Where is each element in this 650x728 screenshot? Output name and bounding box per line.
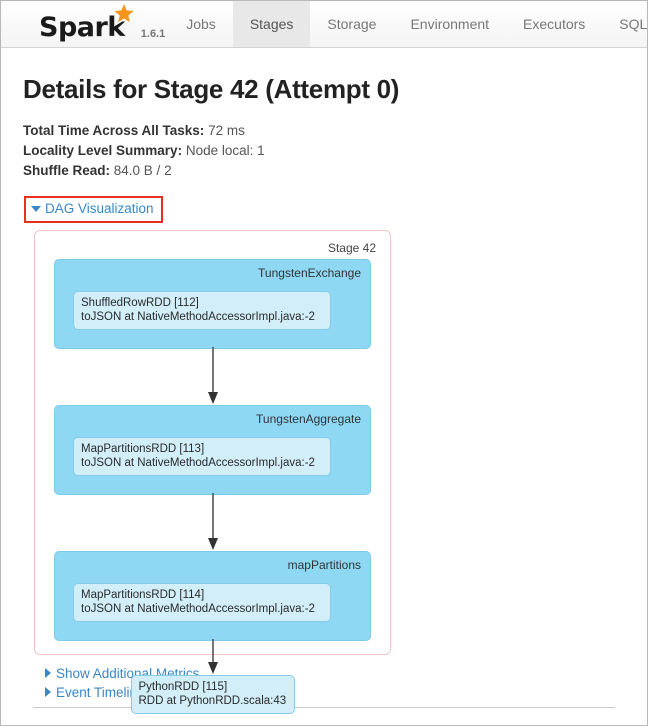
- dag-edge-2: [45, 493, 380, 551]
- dag-node-title: MapPartitionsRDD [114]: [81, 589, 205, 601]
- dag-cluster-mappartitions[interactable]: mapPartitions MapPartitionsRDD [114] toJ…: [54, 551, 371, 641]
- event-timeline-label: Event Timeline: [56, 685, 145, 700]
- summary-total-time-value: 72 ms: [208, 123, 245, 138]
- dag-node-callsite: toJSON at NativeMethodAccessorImpl.java:…: [81, 457, 315, 469]
- dag-cluster-label: mapPartitions: [287, 558, 361, 572]
- dag-node-mappartitionsrdd-113[interactable]: MapPartitionsRDD [113] toJSON at NativeM…: [73, 437, 331, 476]
- dag-edge-1: [45, 347, 380, 405]
- brand-name: Spark: [39, 12, 125, 43]
- summary-total-time: Total Time Across All Tasks: 72 ms: [23, 121, 625, 141]
- dag-node-title: MapPartitionsRDD [113]: [81, 443, 205, 455]
- dag-cluster-label: TungstenExchange: [258, 266, 361, 280]
- caret-down-icon: [31, 206, 41, 212]
- dag-visualization-highlight: DAG Visualization: [24, 196, 163, 223]
- tab-sql[interactable]: SQL: [619, 16, 648, 32]
- dag-stage-label: Stage 42: [327, 241, 376, 255]
- summary-locality: Locality Level Summary: Node local: 1: [23, 141, 625, 161]
- stage-summary: Total Time Across All Tasks: 72 ms Local…: [23, 121, 625, 181]
- dag-visualization-toggle[interactable]: DAG Visualization: [31, 201, 154, 216]
- caret-right-icon: [45, 687, 51, 697]
- tab-storage[interactable]: Storage: [327, 16, 377, 32]
- star-icon: [110, 1, 138, 31]
- summary-shuffle-read-value: 84.0 B / 2: [113, 163, 172, 178]
- dag-visualization-panel: Stage 42 TungstenExchange ShuffledRowRDD…: [34, 230, 391, 714]
- main-content: Details for Stage 42 (Attempt 0) Total T…: [1, 48, 647, 714]
- dag-node-mappartitionsrdd-114[interactable]: MapPartitionsRDD [114] toJSON at NativeM…: [73, 583, 331, 622]
- page-title: Details for Stage 42 (Attempt 0): [23, 74, 400, 104]
- dag-body: TungstenExchange ShuffledRowRDD [112] to…: [45, 259, 380, 714]
- dag-edge-3: [45, 639, 380, 675]
- event-timeline-toggle[interactable]: Event Timeline: [45, 683, 625, 702]
- navbar: Spark 1.6.1 Jobs Stages Storage Environm…: [1, 1, 647, 48]
- dag-visualization-label: DAG Visualization: [45, 201, 154, 216]
- dag-cluster-label: TungstenAggregate: [256, 412, 361, 426]
- summary-shuffle-read: Shuffle Read: 84.0 B / 2: [23, 161, 625, 181]
- summary-locality-value: Node local: 1: [185, 143, 265, 158]
- dag-node-title: ShuffledRowRDD [112]: [81, 297, 199, 309]
- brand-version: 1.6.1: [140, 28, 166, 40]
- nav-tabs: Jobs Stages Storage Environment Executor…: [169, 1, 648, 47]
- summary-shuffle-read-label: Shuffle Read:: [23, 163, 111, 178]
- caret-right-icon: [45, 668, 51, 678]
- summary-locality-label: Locality Level Summary:: [23, 143, 183, 158]
- dag-cluster-tungstenexchange[interactable]: TungstenExchange ShuffledRowRDD [112] to…: [54, 259, 371, 349]
- bottom-divider: [33, 707, 615, 708]
- dag-node-callsite: RDD at PythonRDD.scala:43: [138, 695, 287, 707]
- tab-executors[interactable]: Executors: [523, 16, 586, 32]
- dag-node-callsite: toJSON at NativeMethodAccessorImpl.java:…: [81, 603, 315, 615]
- dag-cluster-tungstenaggregate[interactable]: TungstenAggregate MapPartitionsRDD [113]…: [54, 405, 371, 495]
- tab-jobs[interactable]: Jobs: [186, 16, 216, 32]
- summary-total-time-label: Total Time Across All Tasks:: [23, 123, 205, 138]
- tab-environment[interactable]: Environment: [410, 16, 490, 32]
- brand[interactable]: Spark 1.6.1: [1, 1, 165, 47]
- dag-node-callsite: toJSON at NativeMethodAccessorImpl.java:…: [81, 311, 315, 323]
- tab-stages[interactable]: Stages: [232, 1, 311, 47]
- dag-node-pythonrdd[interactable]: PythonRDD [115] RDD at PythonRDD.scala:4…: [130, 675, 295, 714]
- brand-logo: Spark: [39, 1, 138, 43]
- dag-node-title: PythonRDD [115]: [138, 681, 228, 693]
- dag-node-shuffledrowrdd[interactable]: ShuffledRowRDD [112] toJSON at NativeMet…: [73, 291, 331, 330]
